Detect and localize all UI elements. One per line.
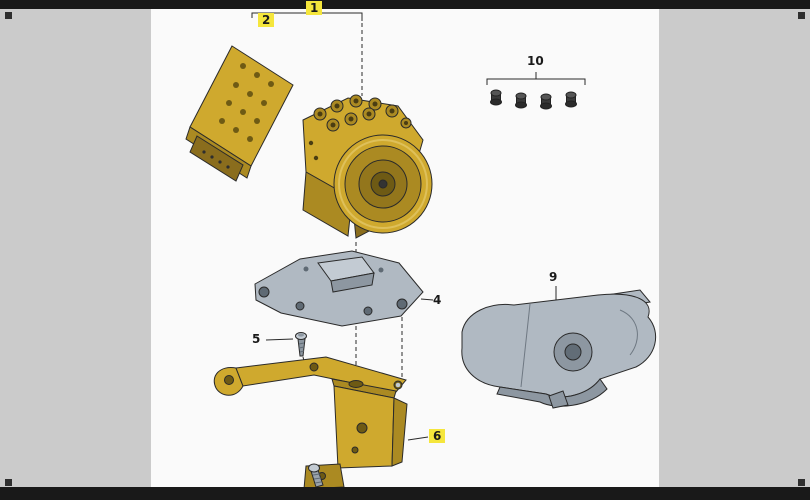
- mounting-plate-part: [254, 250, 424, 327]
- corner-mark-top-right: [798, 12, 805, 19]
- grommet-icon: [540, 93, 552, 110]
- corner-mark-top-left: [5, 12, 12, 19]
- top-frame-bar: [0, 0, 810, 9]
- valve-caps: [313, 94, 412, 132]
- bracket-bolt: [308, 463, 324, 488]
- part-label-10[interactable]: 10: [527, 54, 544, 68]
- part-label-1[interactable]: 1: [306, 1, 323, 15]
- grommets-part: [490, 89, 577, 110]
- grommet-icon: [490, 89, 502, 106]
- part-label-2[interactable]: 2: [258, 13, 275, 27]
- part-label-6[interactable]: 6: [429, 429, 446, 443]
- corner-mark-bottom-right: [798, 479, 805, 486]
- corner-mark-bottom-left: [5, 479, 12, 486]
- hydraulic-unit-part: [302, 94, 433, 239]
- screw-part: [295, 332, 307, 357]
- grommet-icon: [515, 92, 527, 109]
- bottom-frame-bar: [0, 487, 810, 500]
- cover-part: [461, 289, 657, 409]
- part-label-4[interactable]: 4: [433, 293, 442, 307]
- control-module-part: [185, 45, 294, 182]
- grommet-icon: [565, 91, 577, 108]
- part-label-9[interactable]: 9: [549, 270, 558, 284]
- part-label-5[interactable]: 5: [252, 332, 261, 346]
- callout-lines: [251, 9, 586, 441]
- mounting-bracket-part: [213, 356, 408, 490]
